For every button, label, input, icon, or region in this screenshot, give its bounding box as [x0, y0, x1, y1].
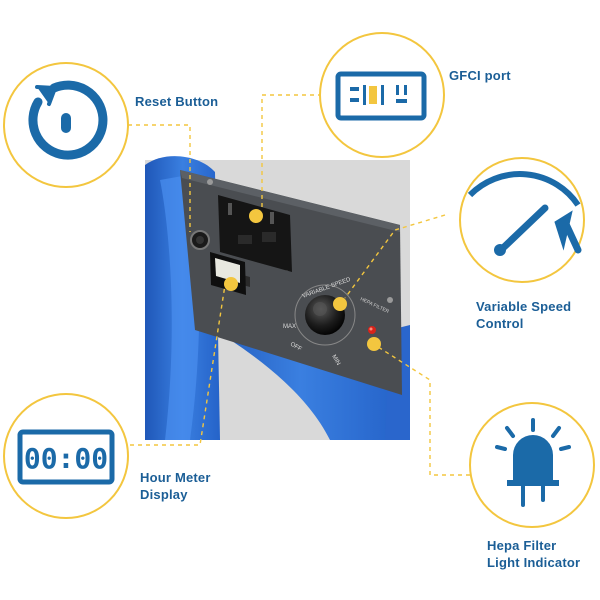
knob-label-off: OFF	[289, 342, 303, 353]
gfci-outlet-icon	[335, 71, 427, 121]
hour-meter-value: 00:00	[24, 442, 108, 475]
callout-reset	[3, 62, 129, 188]
marker-dots	[224, 209, 381, 351]
leader-gfci	[261, 94, 322, 210]
hepa-filter-label: Hepa Filter Light Indicator	[487, 537, 580, 571]
speed-label-line1: Variable Speed	[476, 299, 572, 314]
device-photo: VARIABLE SPEED MAX MIN OFF HEPA FILTER	[145, 156, 410, 440]
digital-clock-icon: 00:00	[17, 429, 115, 485]
reset-label-text: Reset Button	[135, 94, 219, 109]
dot-speed	[333, 297, 347, 311]
leader-lines	[128, 94, 470, 476]
hepa-label-line2: Light Indicator	[487, 555, 581, 570]
gfci-port-label: GFCI port	[449, 67, 511, 84]
speed-gauge-icon	[467, 171, 582, 256]
leader-hour	[130, 284, 226, 446]
dot-gfci	[249, 209, 263, 223]
dot-hour-meter	[224, 277, 238, 291]
led-light-icon	[495, 418, 571, 507]
knob-label-max: MAX	[283, 324, 296, 330]
callout-gfci	[319, 32, 445, 158]
callout-speed	[459, 157, 585, 283]
hour-label-line2: Display	[140, 487, 188, 502]
hepa-label-line1: Hepa Filter	[487, 538, 557, 553]
variable-speed-label: Variable Speed Control	[476, 298, 571, 332]
speed-label-line2: Control	[476, 316, 524, 331]
hour-label-line1: Hour Meter	[140, 470, 211, 485]
reset-arrow-icon	[28, 80, 108, 160]
gfci-label-text: GFCI port	[449, 68, 511, 83]
leader-hepa	[374, 344, 470, 476]
knob-label-min: MIN	[330, 354, 341, 367]
callout-hour-meter: 00:00	[3, 393, 129, 519]
leader-speed	[344, 214, 446, 299]
hour-meter-label: Hour Meter Display	[140, 469, 211, 503]
callout-hepa	[469, 402, 595, 528]
dot-hepa	[367, 337, 381, 351]
reset-button-label: Reset Button	[135, 93, 218, 110]
